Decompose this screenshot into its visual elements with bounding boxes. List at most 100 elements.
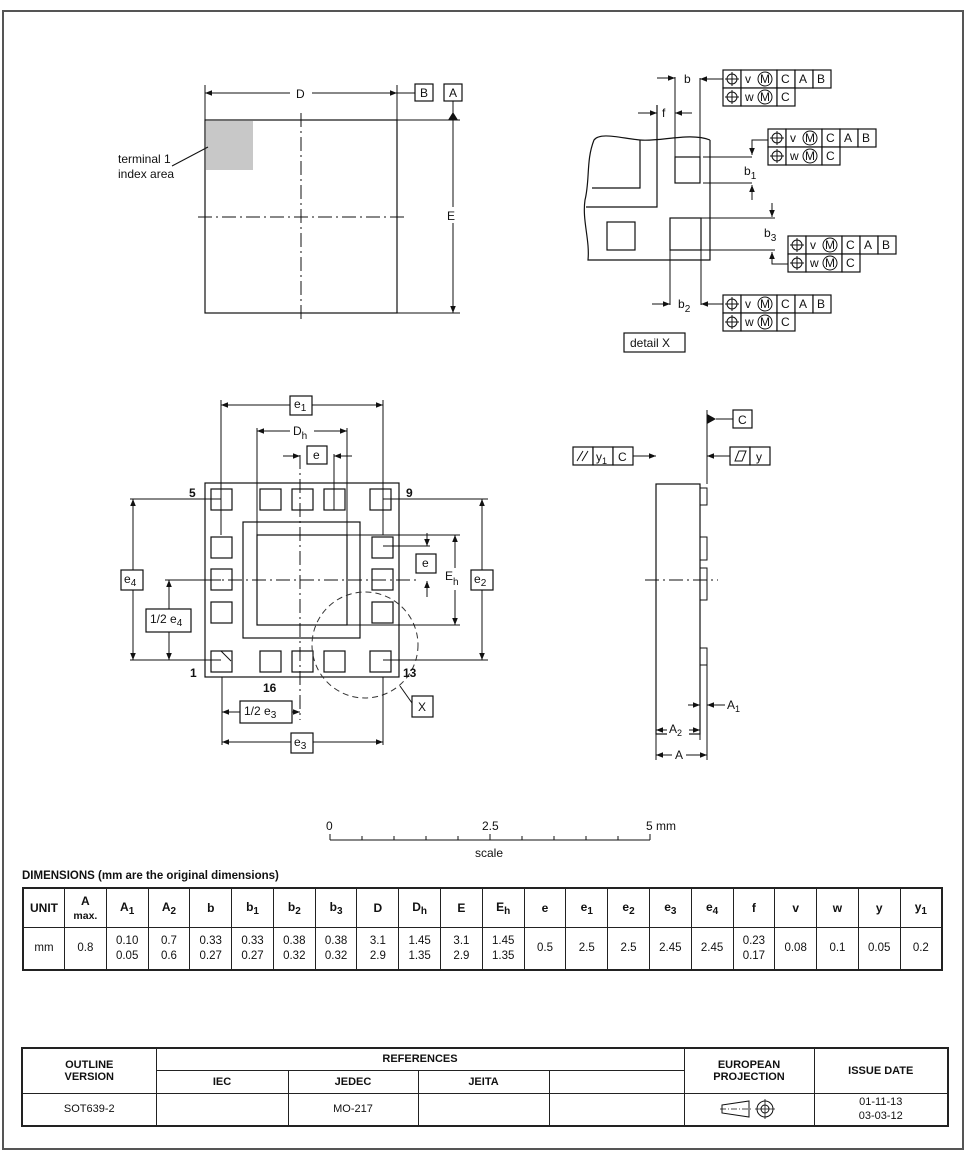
dim-col-header: v [774,887,818,928]
jeita-header: JEITA [417,1069,550,1094]
jedec-header: JEDEC [287,1069,419,1094]
side-view: C y1 C y A1 A2 A [572,409,771,762]
dim-col-header: f [732,887,776,928]
top-view: D B A E terminal 1 index area [118,83,463,320]
detail-x-title: detail X [630,336,670,350]
dim-col-header: y1 [899,887,943,928]
dim-col-header: b3 [314,887,358,928]
dim-value: 2.45 [648,927,692,971]
issue-date-header: ISSUE DATE [813,1047,949,1094]
dim-b-label: b [684,72,691,86]
dim-col-header: A1 [105,887,149,928]
max-material-symbol: M [825,238,835,252]
blank-reference-value [548,1092,685,1127]
terminal-1-index-area [206,121,253,170]
datum-reference: C [846,256,855,270]
index-area-label-line1: terminal 1 [118,152,171,166]
jedec-value: MO-217 [287,1092,419,1127]
european-projection-icon [720,1099,775,1120]
terminal-pad [259,488,282,511]
max-material-symbol: M [760,315,770,329]
dim-value: 0.05 [857,927,901,971]
dim-e3-label: e3 [294,735,307,752]
outline-reference-table: OUTLINE VERSION REFERENCES EUROPEAN PROJ… [21,1047,949,1127]
dim-value: 0.2 [899,927,943,971]
tolerance-value: w [744,90,754,104]
dim-e4-label: e4 [124,572,137,589]
scale-bar: 0 2.5 5 mm scale [326,819,676,860]
terminal-pad [259,650,282,673]
bottom-view: X e1 Dh e e4 1/2 e4 e2 [120,395,494,754]
datum-B-label: B [420,86,428,100]
outline-version-value: SOT639-2 [21,1092,157,1127]
dim-Dh-label: Dh [293,424,307,442]
detail-ref-X: X [418,700,426,714]
detail-x-circle [311,591,419,699]
pin-13-label: 13 [403,666,417,680]
datum-reference: B [817,72,825,86]
terminal-pad [210,601,233,624]
datum-reference: A [799,297,807,311]
dim-value: 2.5 [565,927,609,971]
dim-Eh-label: Eh [445,569,459,588]
dim-col-header: w [816,887,859,928]
terminal-pad [291,488,314,511]
dim-value: 0.1 [816,927,859,971]
issue-date-1: 01-11-13 [859,1096,903,1109]
dim-value: 2.5 [607,927,650,971]
parallelism-datum-label: C [618,450,627,464]
dim-e1-label: e1 [294,397,307,414]
dim-half-e3-label: 1/2 e3 [244,704,277,721]
dimensions-title: DIMENSIONS (mm are the original dimensio… [22,870,279,882]
datum-reference: C [826,131,835,145]
dim-value: 0.5 [523,927,567,971]
datum-reference: C [826,149,835,163]
dim-value: 2.45 [690,927,734,971]
dim-D-label: D [296,87,305,101]
pin-5-label: 5 [189,486,196,500]
dim-b2-label: b2 [678,297,691,315]
tolerance-value: w [809,256,819,270]
dim-col-header: y [857,887,901,928]
dim-col-header: Dh [398,887,442,928]
scale-tick-0: 0 [326,819,333,833]
projection-symbol-cell [683,1092,815,1127]
scale-label: scale [475,846,503,860]
index-area-label-line2: index area [118,167,174,181]
terminal-pad [210,650,233,673]
issue-dates: 01-11-13 03-03-12 [813,1092,949,1127]
tolerance-value: w [744,315,754,329]
dim-col-header: e1 [565,887,609,928]
dim-col-header: b1 [231,887,274,928]
scale-tick-2-5: 2.5 [482,819,499,833]
datum-reference: C [781,90,790,104]
flatness-value-label: y [756,450,762,464]
dim-value: mm [22,927,65,971]
dim-col-header: e2 [607,887,650,928]
terminal-pad [323,650,346,673]
datum-reference: C [781,297,790,311]
terminal-pad [371,601,394,624]
datum-reference: B [817,297,825,311]
dim-A2-label: A2 [669,722,682,738]
dim-col-header: A2 [147,887,191,928]
datum-reference: B [862,131,870,145]
dim-col-header: b [189,887,233,928]
blank-reference-header [548,1069,685,1094]
dim-e2-label: e2 [474,572,487,589]
drawing-border [2,10,964,1150]
terminal-pad [369,650,392,673]
